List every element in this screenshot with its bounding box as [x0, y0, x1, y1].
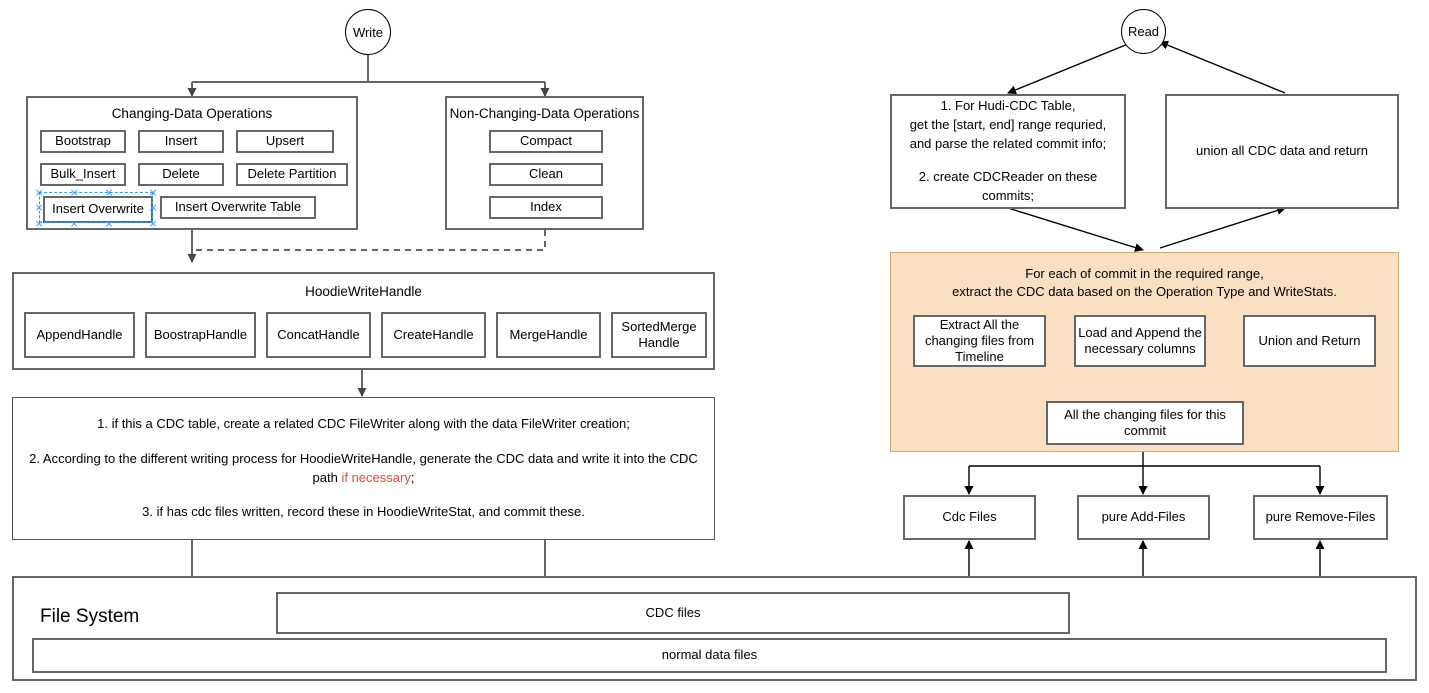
op-bootstrap[interactable]: Bootstrap: [40, 130, 126, 153]
non-changing-data-operations-group[interactable]: Non-Changing-Data Operations Compact Cle…: [445, 96, 644, 230]
load-append-columns-box[interactable]: Load and Append the necessary columns: [1074, 315, 1206, 367]
read-start-label: Read: [1127, 24, 1160, 39]
changing-data-operations-group[interactable]: Changing-Data Operations Bootstrap Inser…: [26, 96, 358, 230]
cdc-note-2-text-a: 2. According to the different writing pr…: [29, 450, 698, 485]
op-insert-overwrite-selection-wrapper: Insert Overwrite × × × × × × × × × ×: [35, 187, 158, 229]
read-step-line-1: 1. For Hudi-CDC Table,: [940, 98, 1076, 114]
cdc-note-2: 2. According to the different writing pr…: [29, 450, 698, 488]
per-commit-caption-line-2: extract the CDC data based on the Operat…: [952, 283, 1337, 299]
read-step-line-5: commits;: [982, 187, 1034, 203]
selection-handle-se-icon[interactable]: ×: [148, 216, 158, 230]
handle-concat[interactable]: ConcatHandle: [266, 312, 371, 358]
handle-create[interactable]: CreateHandle: [381, 312, 486, 358]
op-index[interactable]: Index: [489, 196, 603, 219]
cdc-files-box[interactable]: Cdc Files: [903, 495, 1036, 540]
file-system-title: File System: [40, 606, 140, 627]
selection-handle-w-icon[interactable]: ×: [34, 201, 44, 214]
cdc-note-2-text-b: ;: [410, 469, 415, 485]
cdc-note-2-highlight: if necessary: [341, 469, 411, 485]
pure-add-files-box[interactable]: pure Add-Files: [1077, 495, 1210, 540]
selection-handle-sw-icon[interactable]: ×: [34, 216, 44, 230]
op-insert-overwrite-table[interactable]: Insert Overwrite Table: [160, 196, 316, 219]
op-delete-partition[interactable]: Delete Partition: [236, 163, 348, 186]
selection-handle-n2-icon[interactable]: ×: [104, 185, 114, 199]
cdc-note-3: 3. if has cdc files written, record thes…: [142, 504, 585, 520]
per-commit-panel: For each of commit in the required range…: [890, 252, 1399, 452]
selection-handle-s1-icon[interactable]: ×: [69, 216, 79, 230]
handle-append[interactable]: AppendHandle: [24, 312, 135, 358]
file-system-group: File System CDC files normal data files: [12, 576, 1417, 681]
extract-changing-files-box[interactable]: Extract All the changing files from Time…: [913, 315, 1046, 367]
all-changing-files-box[interactable]: All the changing files for this commit: [1046, 401, 1244, 445]
op-upsert[interactable]: Upsert: [236, 130, 334, 153]
hoodie-write-handle-title: HoodieWriteHandle: [305, 284, 422, 299]
read-step-line-2: get the [start, end] range requried,: [909, 117, 1107, 133]
read-step-line-3: and parse the related commit info;: [909, 136, 1107, 152]
changing-data-operations-title: Changing-Data Operations: [111, 106, 273, 121]
read-step-box[interactable]: 1. For Hudi-CDC Table, get the [start, e…: [890, 94, 1126, 209]
normal-data-files-store[interactable]: normal data files: [32, 638, 1387, 673]
op-delete[interactable]: Delete: [138, 163, 224, 186]
op-insert[interactable]: Insert: [138, 130, 224, 153]
selection-handle-ne-icon[interactable]: ×: [148, 185, 158, 199]
write-start-node[interactable]: Write: [345, 9, 391, 55]
handle-sorted-merge[interactable]: SortedMerge Handle: [611, 312, 707, 358]
handle-boostrap[interactable]: BoostrapHandle: [145, 312, 256, 358]
selection-handle-s2-icon[interactable]: ×: [104, 216, 114, 230]
read-start-node[interactable]: Read: [1121, 9, 1166, 54]
selection-handle-nw-icon[interactable]: ×: [34, 185, 44, 199]
write-start-label: Write: [352, 24, 384, 40]
selection-handle-e-icon[interactable]: ×: [148, 201, 158, 214]
per-commit-caption-line-1: For each of commit in the required range…: [1025, 266, 1264, 281]
pure-remove-files-box[interactable]: pure Remove-Files: [1253, 495, 1388, 540]
op-bulk-insert[interactable]: Bulk_Insert: [40, 163, 126, 186]
op-insert-overwrite[interactable]: Insert Overwrite: [43, 196, 153, 223]
cdc-write-notes-box: 1. if this a CDC table, create a related…: [12, 397, 715, 540]
union-and-return-box[interactable]: Union and Return: [1243, 315, 1376, 367]
non-changing-data-operations-title: Non-Changing-Data Operations: [449, 106, 640, 121]
read-step-line-4: 2. create CDCReader on these: [918, 168, 1098, 184]
selection-outline: [39, 192, 153, 223]
op-clean[interactable]: Clean: [489, 163, 603, 186]
union-all-cdc-box[interactable]: union all CDC data and return: [1165, 94, 1399, 209]
selection-handle-n1-icon[interactable]: ×: [69, 185, 79, 199]
cdc-files-store[interactable]: CDC files: [276, 592, 1070, 634]
per-commit-caption: For each of commit in the required range…: [891, 265, 1398, 300]
handle-merge[interactable]: MergeHandle: [496, 312, 601, 358]
hoodie-write-handle-group[interactable]: HoodieWriteHandle AppendHandle BoostrapH…: [12, 272, 715, 370]
op-compact[interactable]: Compact: [489, 130, 603, 153]
cdc-note-1: 1. if this a CDC table, create a related…: [97, 415, 630, 431]
